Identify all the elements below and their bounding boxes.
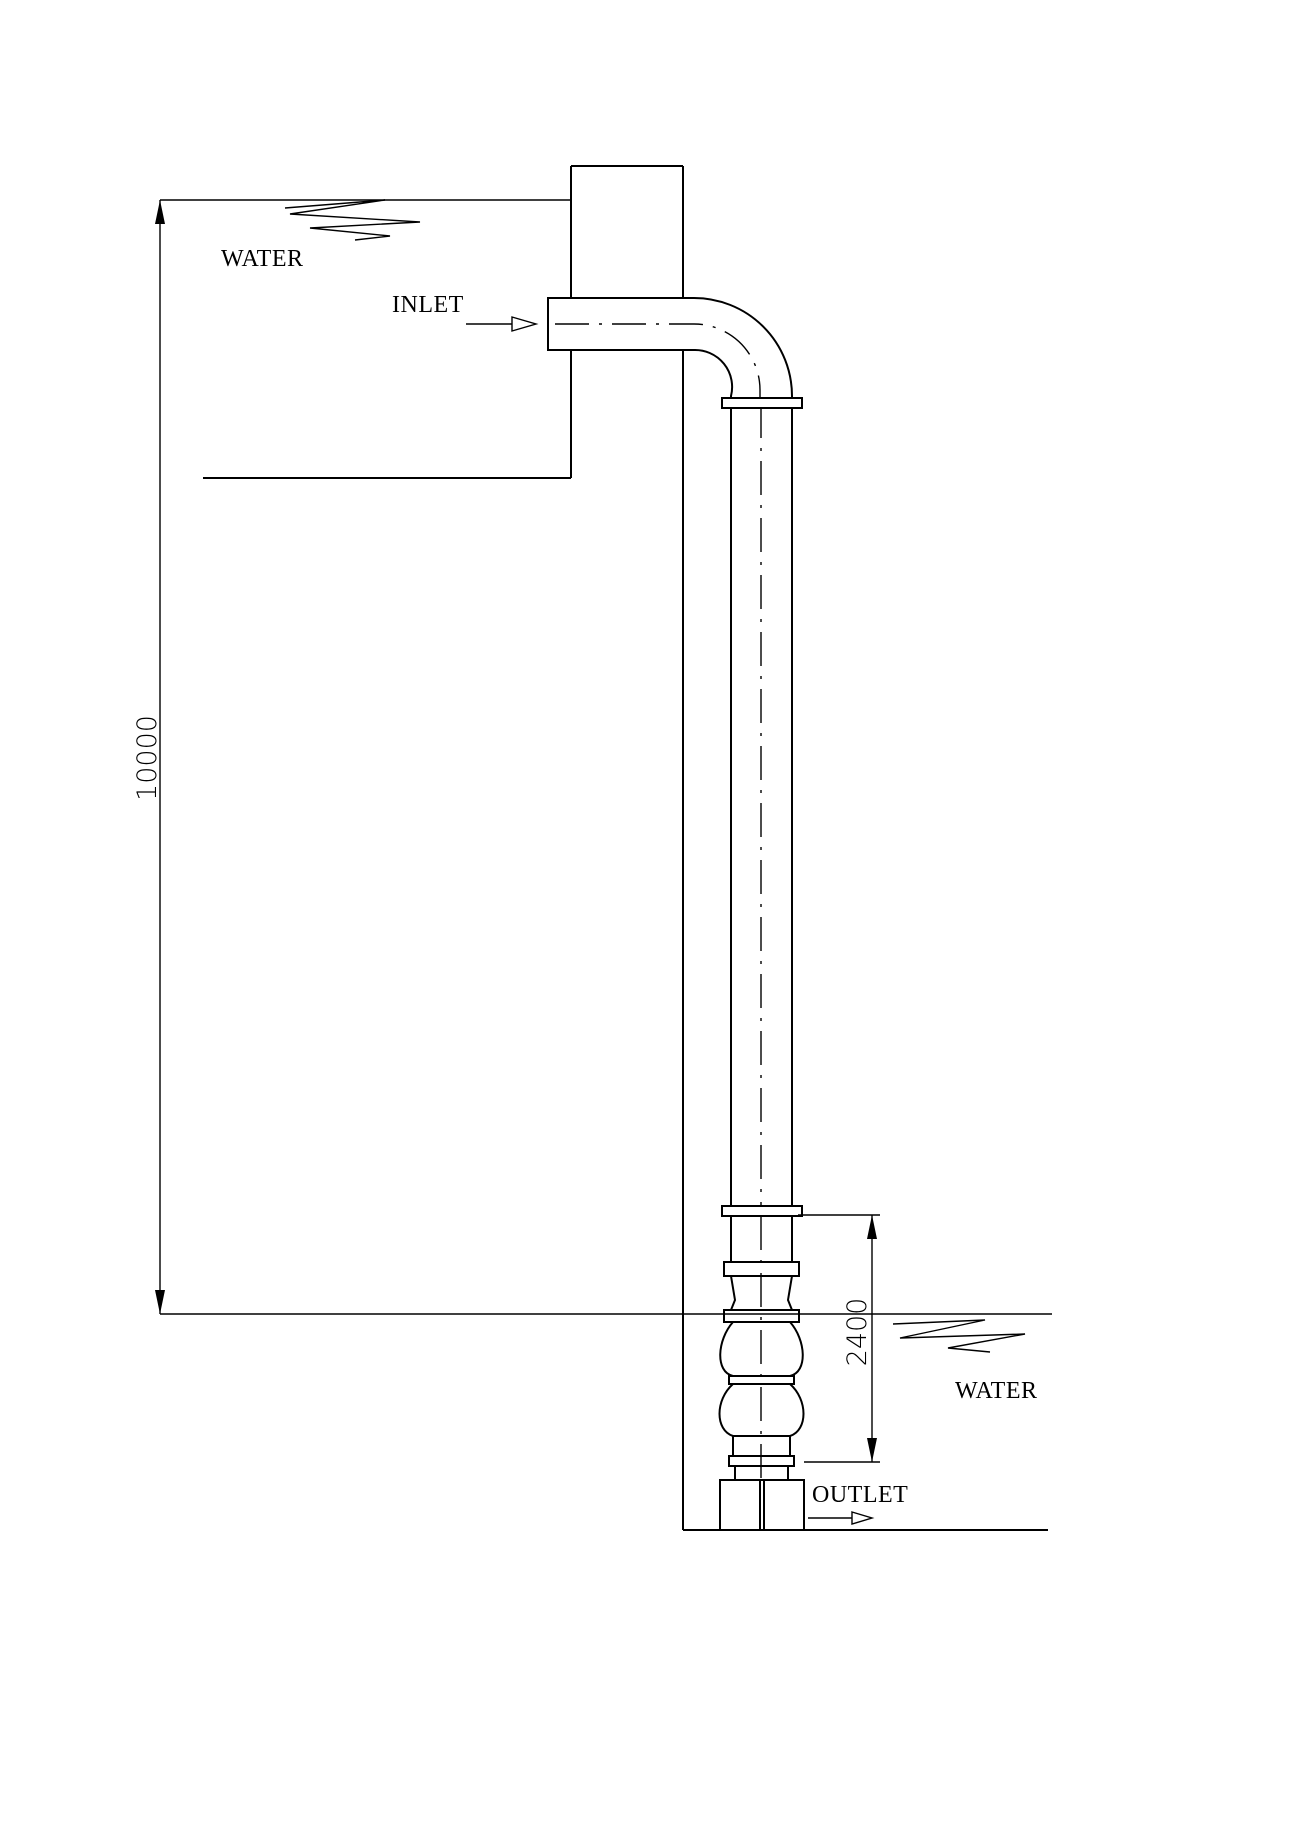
- ground-upper: [203, 478, 583, 588]
- pump-base: [719, 1479, 805, 1531]
- flange-top: [721, 397, 803, 409]
- ground-lower: [683, 1530, 1048, 1640]
- label-water-lower: WATER: [955, 1378, 1038, 1404]
- submersible-pump: [718, 1216, 805, 1481]
- label-outlet: OUTLET: [812, 1482, 908, 1508]
- upper-water-surface: [160, 199, 571, 241]
- lower-water-surface: [160, 1313, 1052, 1353]
- wall-upper: [571, 166, 683, 306]
- dimension-head: [155, 200, 165, 1314]
- label-water-upper: WATER: [221, 246, 304, 272]
- outlet-arrow-icon: [808, 1511, 875, 1525]
- label-inlet: INLET: [392, 292, 464, 318]
- wall-main: [571, 350, 683, 1640]
- dimension-submergence-value: 2400: [842, 1298, 873, 1367]
- riser-pipe: [730, 403, 793, 1213]
- dimension-head-value: 10000: [132, 715, 163, 801]
- flange-lower: [721, 1205, 803, 1217]
- dimension-submergence: [798, 1214, 880, 1463]
- inlet-pipe: [547, 297, 793, 405]
- inlet-arrow-icon: [466, 316, 539, 332]
